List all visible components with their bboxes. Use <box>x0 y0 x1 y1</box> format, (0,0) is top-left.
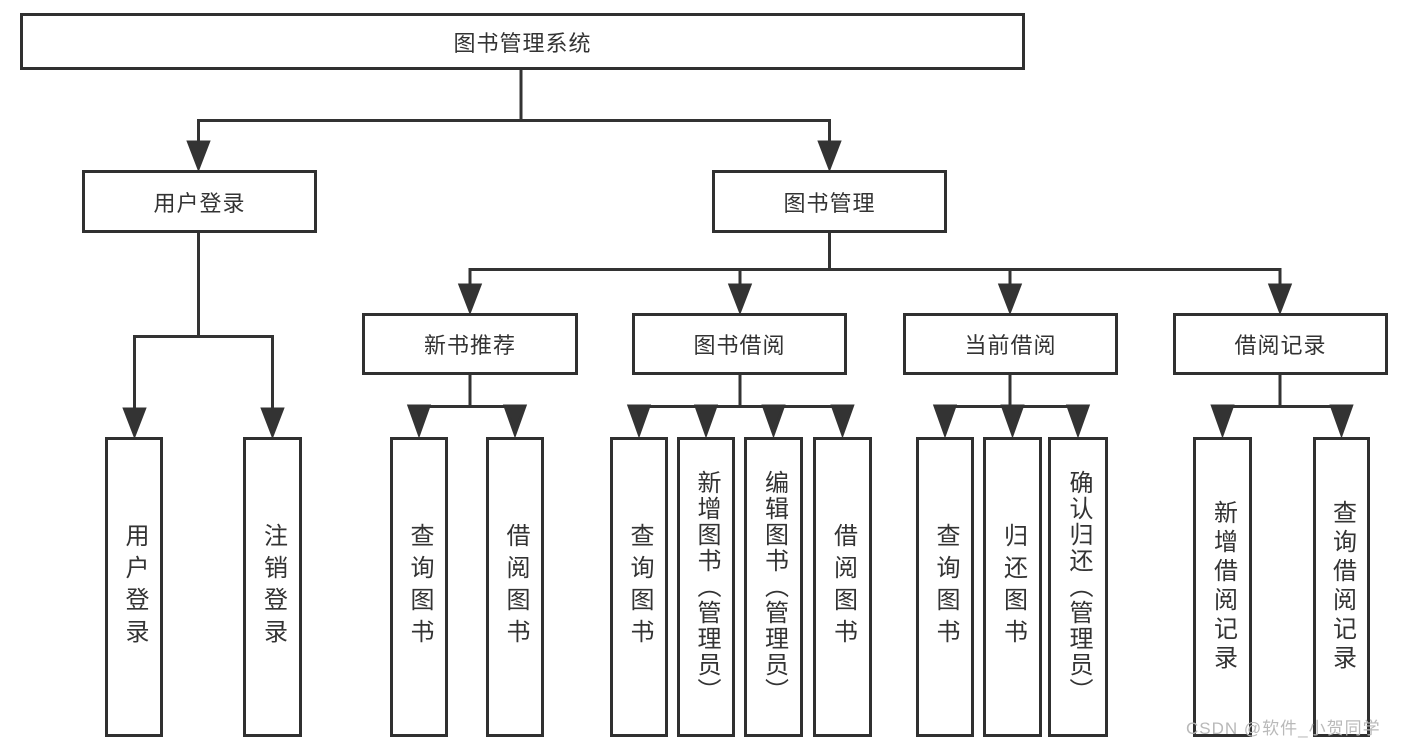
arrowhead-query-books-1 <box>406 404 432 439</box>
node-label: 新书推荐 <box>423 333 516 358</box>
node-label: 借阅图书 <box>502 523 529 651</box>
arrowhead-borrowrecord <box>1267 283 1293 316</box>
node-book-management: 图书管理 <box>712 170 947 233</box>
arrowhead-edit-book <box>761 404 786 439</box>
node-label: 编辑图书（管理员） <box>760 470 788 704</box>
arrowhead-leaf-login <box>122 407 147 440</box>
node-label: 新增图书（管理员） <box>693 470 720 704</box>
node-user-login: 用户登录 <box>82 170 317 233</box>
node-label: 确认归还（管理员） <box>1065 470 1092 704</box>
node-current-borrow: 当前借阅 <box>903 313 1118 375</box>
csdn-watermark: CSDN @软件_小贺同学 <box>1186 719 1381 738</box>
node-label: 图书借阅 <box>693 333 786 358</box>
arrowhead-leaf-logout <box>260 407 285 440</box>
node-new-book-recommend: 新书推荐 <box>362 313 578 375</box>
arrowhead-bookborrow <box>727 283 753 316</box>
node-label: 当前借阅 <box>964 333 1057 358</box>
node-label: 查询借阅记录 <box>1328 500 1356 674</box>
node-label: 查询图书 <box>932 523 959 651</box>
arrowhead-return-book <box>1000 404 1025 439</box>
arrowhead-borrow-books-2 <box>830 404 855 439</box>
leaf-query-borrow-record: 查询借阅记录 <box>1313 437 1370 737</box>
arrowhead-add-borrow-record <box>1210 404 1235 439</box>
leaf-add-borrow-record: 新增借阅记录 <box>1193 437 1252 737</box>
leaf-confirm-return-admin: 确认归还（管理员） <box>1048 437 1108 737</box>
arrowhead-confirm-return <box>1065 404 1091 439</box>
node-borrow-record: 借阅记录 <box>1173 313 1388 375</box>
node-label: 用户登录 <box>121 523 148 651</box>
arrowhead-query-borrow-record <box>1329 404 1354 439</box>
node-label: 查询图书 <box>406 523 433 651</box>
node-label: 注销登录 <box>259 523 287 651</box>
leaf-logout: 注销登录 <box>243 437 302 737</box>
arrowhead-newbook <box>457 283 483 316</box>
leaf-edit-book-admin: 编辑图书（管理员） <box>744 437 803 737</box>
node-book-borrow: 图书借阅 <box>632 313 847 375</box>
arrowhead-add-book <box>693 404 719 439</box>
node-label: 归还图书 <box>999 523 1027 651</box>
node-label: 图书管理系统 <box>453 30 592 56</box>
leaf-query-books-recommend: 查询图书 <box>390 437 448 737</box>
leaf-query-books-borrow: 查询图书 <box>610 437 668 737</box>
leaf-borrow-books-recommend: 借阅图书 <box>486 437 544 737</box>
node-label: 图书管理 <box>783 190 876 216</box>
leaf-user-login: 用户登录 <box>105 437 163 737</box>
arrowhead-borrow-books-1 <box>502 404 528 439</box>
arrowhead-user-login <box>186 140 211 173</box>
leaf-add-book-admin: 新增图书（管理员） <box>677 437 735 737</box>
leaf-query-books-current: 查询图书 <box>916 437 974 737</box>
node-label: 新增借阅记录 <box>1209 500 1237 674</box>
node-label: 用户登录 <box>153 190 246 216</box>
arrowhead-query-books-2 <box>626 404 652 439</box>
node-library-management-system: 图书管理系统 <box>20 13 1025 70</box>
leaf-borrow-books: 借阅图书 <box>813 437 872 737</box>
arrowhead-currentborrow <box>997 283 1023 316</box>
arrowhead-query-books-3 <box>932 404 958 439</box>
node-label: 查询图书 <box>626 523 653 651</box>
node-label: 借阅记录 <box>1234 333 1327 358</box>
arrowhead-book-mgmt <box>817 140 842 173</box>
node-label: 借阅图书 <box>829 523 857 651</box>
leaf-return-book: 归还图书 <box>983 437 1042 737</box>
